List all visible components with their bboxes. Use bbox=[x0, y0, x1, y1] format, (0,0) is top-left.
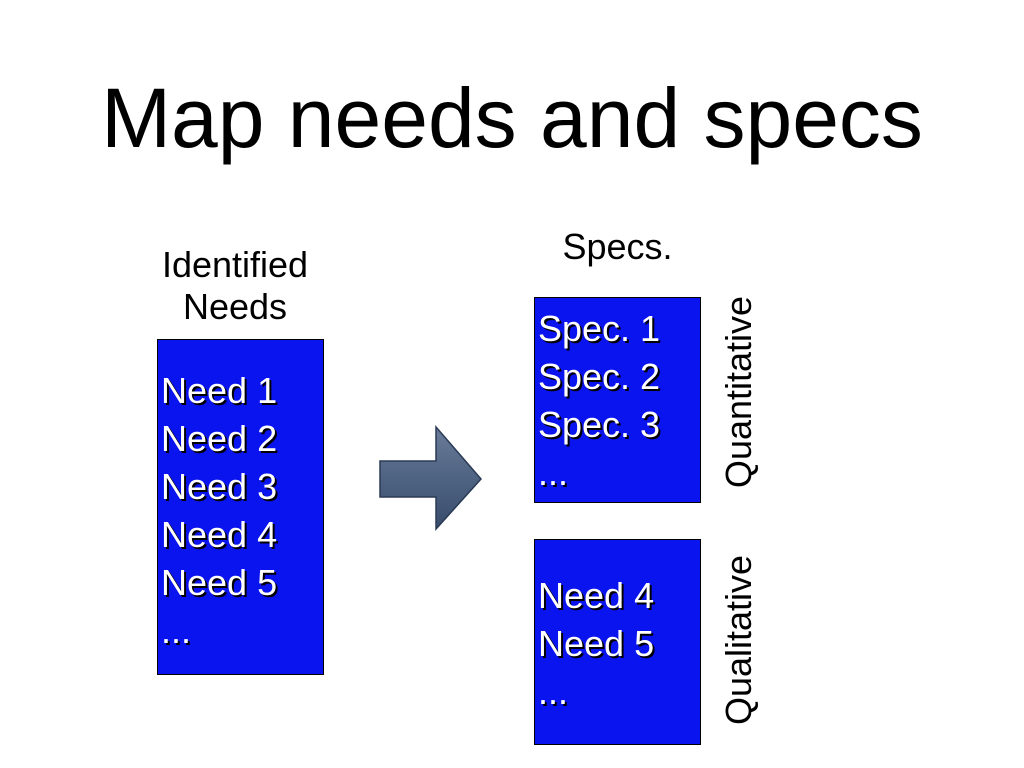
need-item: Need 1 bbox=[161, 370, 278, 411]
need-item: Need 3 bbox=[161, 466, 278, 507]
needs-list: Need 1 Need 2 Need 3 Need 4 Need 5 ... bbox=[161, 367, 277, 655]
spec-item: Spec. 2 bbox=[538, 356, 661, 397]
quantitative-label: Quantitative bbox=[718, 295, 759, 489]
quantitative-specs-box: Spec. 1 Spec. 2 Spec. 3 ... bbox=[534, 297, 701, 503]
qualitative-item: Need 4 bbox=[538, 575, 655, 616]
spec-item: Spec. 3 bbox=[538, 404, 661, 445]
need-item: Need 5 bbox=[161, 562, 278, 603]
need-item: Need 2 bbox=[161, 418, 278, 459]
qualitative-needs-box: Need 4 Need 5 ... bbox=[534, 539, 701, 745]
need-item-ellipsis: ... bbox=[161, 610, 192, 651]
slide-title: Map needs and specs bbox=[101, 71, 923, 165]
spec-item: Spec. 1 bbox=[538, 308, 661, 349]
arrow-shape bbox=[379, 424, 483, 531]
needs-column-label: Identified Needs bbox=[161, 244, 309, 327]
specs-column-label: Specs. bbox=[562, 226, 673, 267]
qualitative-item: Need 5 bbox=[538, 623, 655, 664]
right-block-arrow-icon bbox=[379, 424, 483, 531]
qualitative-label: Qualitative bbox=[718, 554, 759, 726]
need-item: Need 4 bbox=[161, 514, 278, 555]
specs-list: Spec. 1 Spec. 2 Spec. 3 ... bbox=[538, 305, 660, 497]
qualitative-item-ellipsis: ... bbox=[538, 671, 569, 712]
needs-box: Need 1 Need 2 Need 3 Need 4 Need 5 ... bbox=[157, 339, 324, 675]
qualitative-list: Need 4 Need 5 ... bbox=[538, 572, 654, 716]
spec-item-ellipsis: ... bbox=[538, 452, 569, 493]
